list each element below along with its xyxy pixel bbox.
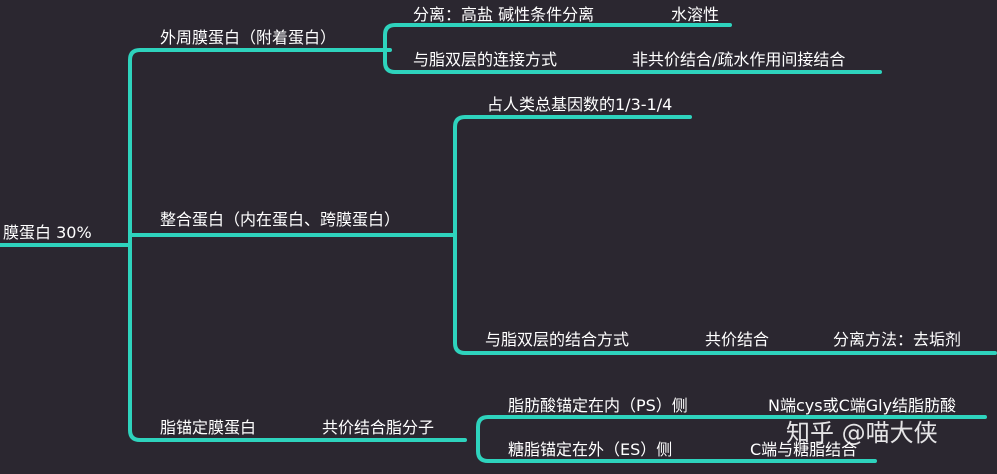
branch-lipid-anchored-protein: 脂锚定膜蛋白 bbox=[160, 418, 257, 437]
node-binding-mode: 与脂双层的结合方式 bbox=[485, 330, 630, 349]
node-fatty-acid-anchor: 脂肪酸锚定在内（PS）侧 bbox=[508, 396, 688, 415]
zhihu-watermark: 知乎 @喵大侠 bbox=[786, 419, 938, 447]
branch-peripheral-protein: 外周膜蛋白（附着蛋白） bbox=[160, 28, 337, 47]
connector-trunk bbox=[128, 48, 467, 442]
connector-b2 bbox=[453, 115, 997, 355]
node-covalent-lipid: 共价结合脂分子 bbox=[322, 418, 435, 437]
node-covalent-binding: 共价结合 bbox=[705, 330, 770, 349]
node-c-terminal-glycolipid: C端与糖脂结合 bbox=[750, 440, 858, 459]
node-gene-fraction: 占人类总基因数的1/3-1/4 bbox=[487, 95, 673, 114]
connector-b1 bbox=[383, 23, 882, 74]
node-water-soluble: 水溶性 bbox=[671, 5, 720, 24]
node-n-terminal-cys: N端cys或C端Gly结脂肪酸 bbox=[768, 396, 957, 415]
root-node: 膜蛋白 30% bbox=[3, 223, 92, 242]
node-connection-mode: 与脂双层的连接方式 bbox=[413, 50, 558, 69]
node-detergent-separation: 分离方法：去垢剂 bbox=[833, 330, 962, 349]
node-glycolipid-anchor: 糖脂锚定在外（ES）侧 bbox=[508, 440, 673, 459]
node-noncovalent-binding: 非共价结合/疏水作用间接结合 bbox=[632, 50, 846, 69]
node-separation-high-salt: 分离：高盐 碱性条件分离 bbox=[413, 5, 595, 24]
connector-b3 bbox=[476, 415, 987, 463]
branch-integral-protein: 整合蛋白（内在蛋白、跨膜蛋白） bbox=[160, 210, 401, 229]
